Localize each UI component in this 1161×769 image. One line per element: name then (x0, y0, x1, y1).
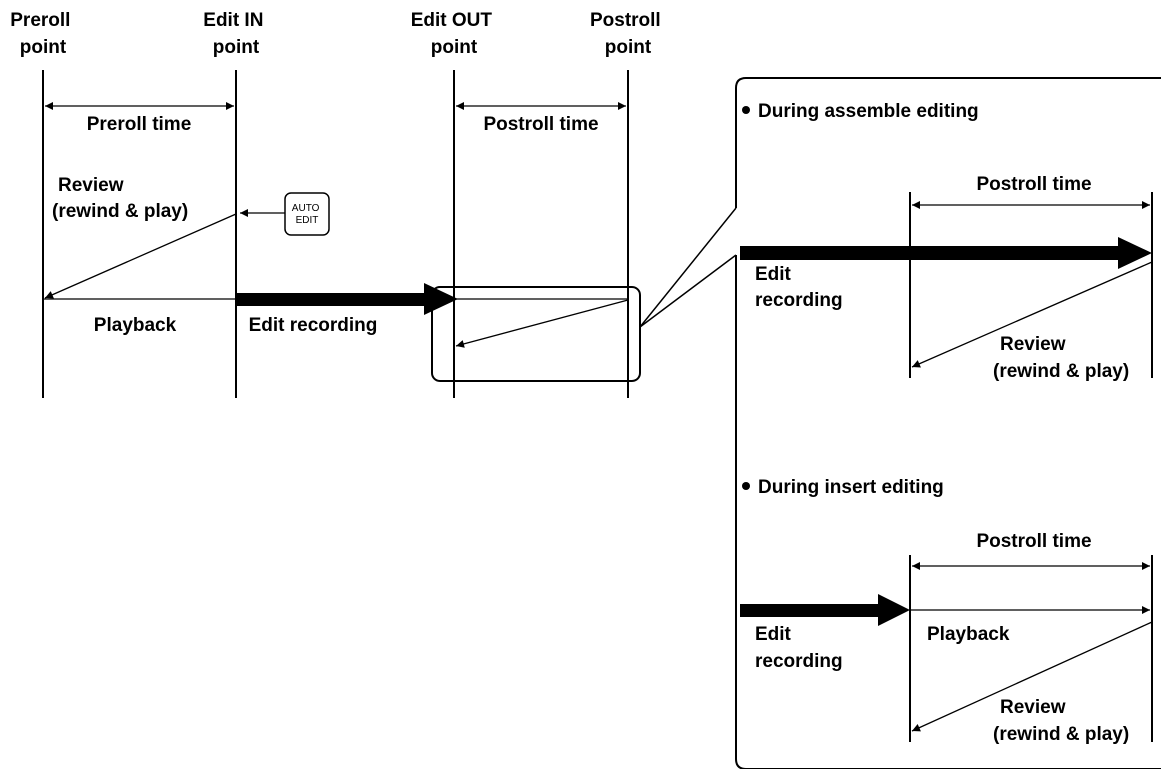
preroll-point-label: Preroll point (10, 10, 75, 58)
insert-edit-recording-bar (740, 604, 880, 617)
insert-edit-recording-arrowhead (878, 594, 910, 626)
insert-review-arrow (911, 621, 1153, 732)
assemble-edit-recording-label: Edit recording (755, 264, 843, 311)
edit-recording-bar (236, 293, 426, 306)
auto-edit-button (284, 192, 330, 236)
assemble-edit-recording-bar (740, 246, 1120, 260)
postroll-time-label: Postroll time (483, 114, 598, 135)
auto-edit-button-label: AUTO EDIT (292, 203, 322, 226)
assemble-heading: During assemble editing (758, 101, 979, 122)
assemble-bullet (742, 106, 750, 114)
review-arrow (44, 213, 237, 299)
review-label: Review (rewind & play) (52, 175, 188, 222)
edit-recording-label: Edit recording (249, 315, 378, 336)
assemble-review-label: Review (rewind & play) (993, 334, 1129, 382)
assemble-review-arrow (911, 261, 1153, 368)
insert-heading: During insert editing (758, 477, 944, 498)
assemble-postroll-label: Postroll time (976, 174, 1091, 195)
preroll-time-label: Preroll time (87, 114, 192, 135)
edit-in-point-label: Edit IN point (203, 10, 268, 58)
insert-review-label: Review (rewind & play) (993, 697, 1129, 745)
insert-playback-label: Playback (927, 624, 1010, 645)
playback-label: Playback (94, 315, 177, 336)
assemble-edit-recording-arrowhead (1118, 237, 1152, 269)
insert-edit-recording-label: Edit recording (755, 624, 843, 672)
insert-postroll-label: Postroll time (976, 531, 1091, 552)
edit-out-point-label: Edit OUT point (411, 10, 498, 58)
callout-connector-upper (639, 207, 737, 328)
insert-bullet (742, 482, 750, 490)
post-edit-review-arrow (455, 299, 629, 348)
postroll-point-label: Postroll point (590, 10, 666, 58)
zoom-highlight-box (431, 286, 641, 382)
callout-connector-lower (639, 254, 737, 328)
